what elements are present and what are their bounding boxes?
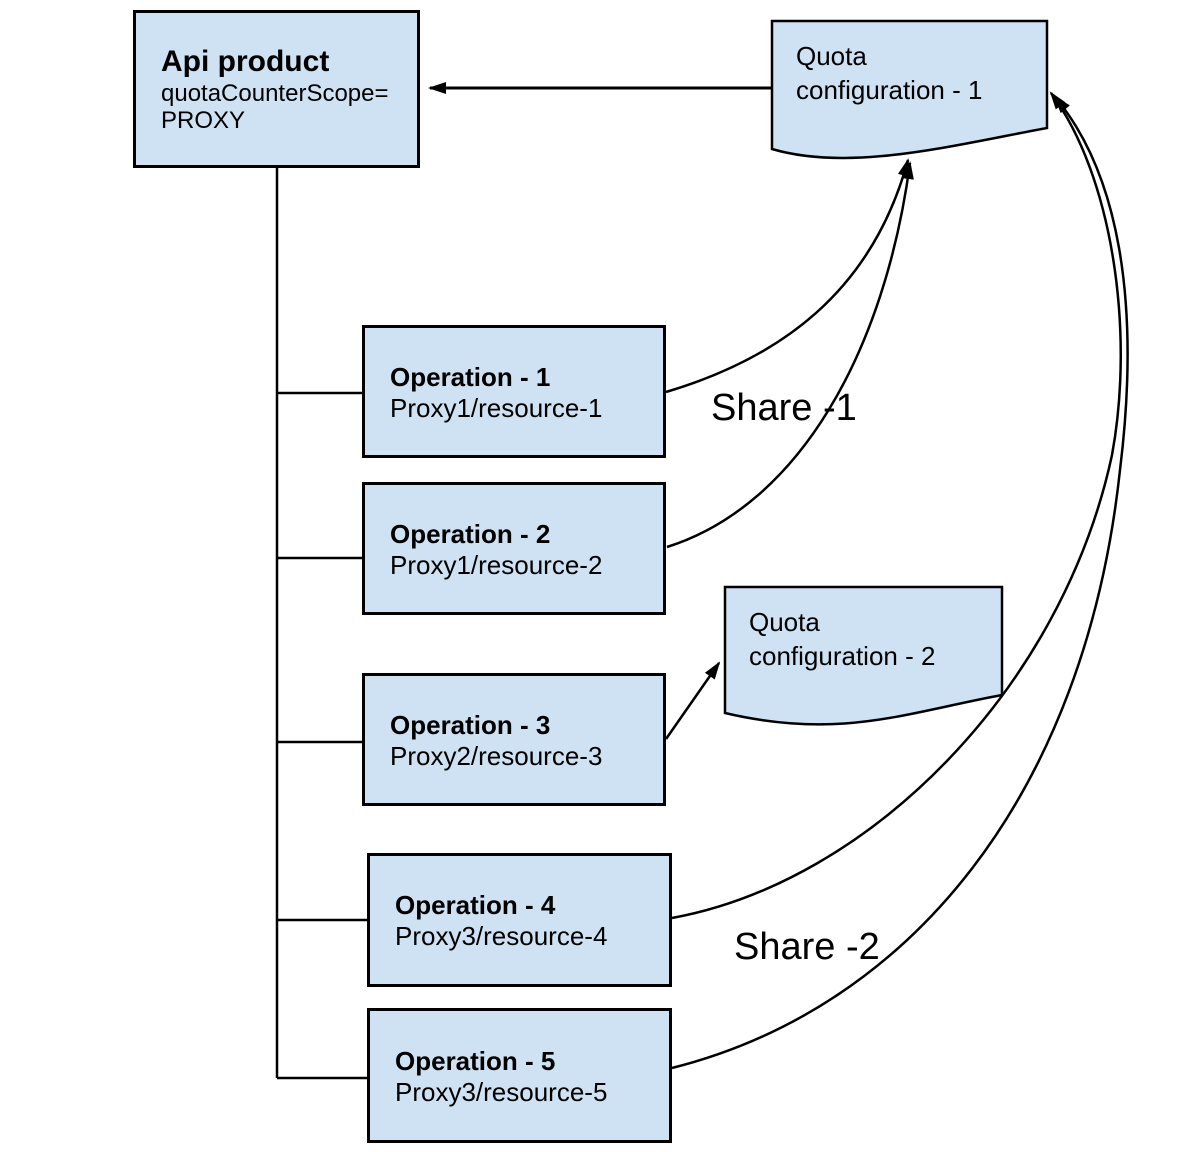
operation-2-resource: Proxy1/resource-2 bbox=[390, 549, 603, 580]
operation-1-box: Operation - 1 Proxy1/resource-1 bbox=[362, 325, 666, 458]
operation-5-resource: Proxy3/resource-5 bbox=[395, 1076, 608, 1107]
operation-2-box: Operation - 2 Proxy1/resource-2 bbox=[362, 482, 666, 615]
api-product-box: Api product quotaCounterScope= PROXY bbox=[133, 10, 420, 168]
quota-config-1-shape bbox=[770, 19, 1049, 160]
share-2-label: Share -2 bbox=[734, 926, 880, 968]
operation-1-title: Operation - 1 bbox=[390, 361, 551, 392]
api-product-title: Api product bbox=[161, 45, 330, 78]
arrow-operation4-to-quota1 bbox=[671, 91, 1122, 920]
operation-4-resource: Proxy3/resource-4 bbox=[395, 921, 608, 951]
operation-3-box: Operation - 3 Proxy2/resource-3 bbox=[362, 673, 666, 806]
operation-3-resource: Proxy2/resource-3 bbox=[390, 740, 603, 771]
arrow-operation3-to-quota2 bbox=[664, 661, 721, 740]
operation-5-box: Operation - 5 Proxy3/resource-5 bbox=[367, 1008, 672, 1143]
arrow-operation5-to-quota1 bbox=[671, 95, 1129, 1070]
operation-2-title: Operation - 2 bbox=[390, 518, 551, 549]
arrow-operation1-to-quota1 bbox=[665, 158, 910, 394]
share-1-label: Share -1 bbox=[711, 387, 857, 429]
api-product-attr-line2: PROXY bbox=[161, 107, 246, 134]
operation-1-resource: Proxy1/resource-1 bbox=[390, 392, 603, 423]
api-product-attr-line1: quotaCounterScope= bbox=[161, 80, 389, 107]
operation-4-box: Operation - 4 Proxy3/resource-4 bbox=[367, 853, 672, 987]
operation-4-title: Operation - 4 bbox=[395, 890, 556, 920]
operation-3-title: Operation - 3 bbox=[390, 709, 551, 740]
operation-5-title: Operation - 5 bbox=[395, 1045, 556, 1076]
arrow-operation2-to-quota1 bbox=[666, 161, 914, 549]
quota-config-2-shape bbox=[723, 585, 1004, 726]
